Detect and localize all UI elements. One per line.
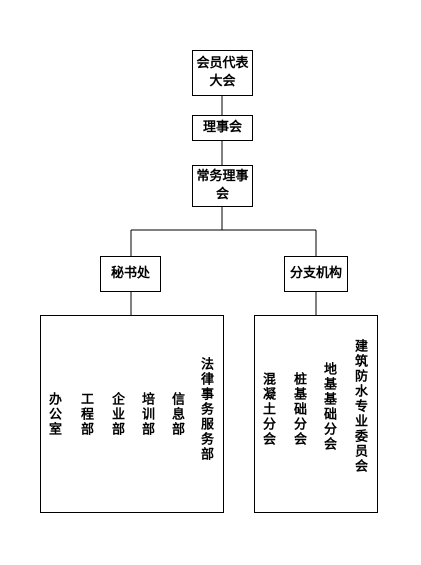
branch-pile-foundation: 桩基础分会 — [291, 372, 306, 447]
dept-enterprise: 企业部 — [109, 392, 124, 437]
node-branches-label: 分支机构 — [289, 266, 342, 281]
node-council-label: 理事会 — [202, 120, 242, 135]
node-member-assembly: 会员代表 大会 — [192, 50, 253, 96]
dept-legal-services: 法律事务服务部 — [198, 357, 213, 462]
branch-ground-foundation: 地基基础分会 — [321, 362, 336, 452]
dept-office: 办公室 — [46, 392, 61, 437]
branch-concrete: 混凝土分会 — [260, 372, 275, 447]
node-standing-council-line2: 会 — [215, 187, 229, 202]
secretariat-departments-box — [40, 315, 224, 513]
node-council: 理事会 — [192, 115, 253, 141]
node-member-assembly-line1: 会员代表 — [196, 56, 249, 71]
branch-waterproof-committee: 建筑防水专业委员会 — [352, 339, 367, 474]
dept-training: 培训部 — [139, 392, 154, 437]
node-member-assembly-line2: 大会 — [209, 74, 236, 89]
node-secretariat: 秘书处 — [100, 256, 161, 292]
node-standing-council-line1: 常务理事 — [196, 169, 249, 184]
branch-units-box — [254, 315, 378, 513]
node-secretariat-label: 秘书处 — [110, 266, 150, 281]
node-branches: 分支机构 — [284, 256, 348, 292]
node-standing-council: 常务理事 会 — [192, 165, 253, 207]
dept-engineering: 工程部 — [78, 392, 93, 437]
dept-information: 信息部 — [169, 392, 184, 437]
